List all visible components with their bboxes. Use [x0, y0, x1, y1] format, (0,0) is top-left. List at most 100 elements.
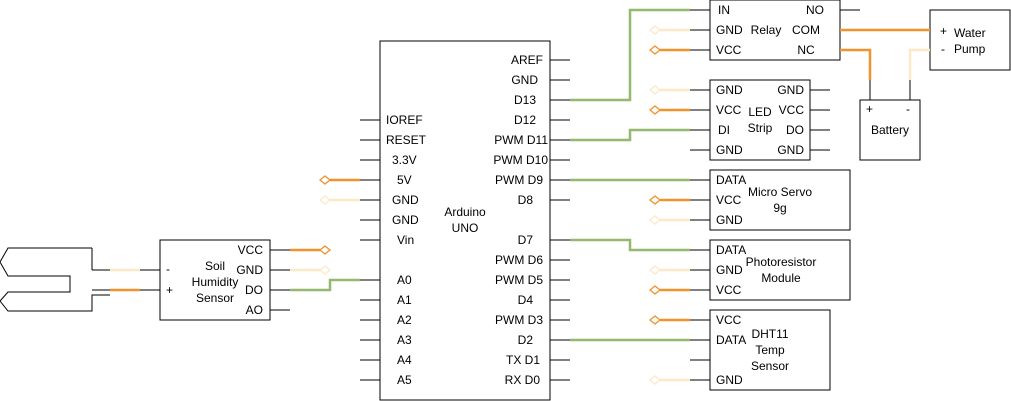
led-right-do-label: DO [786, 123, 804, 137]
micro-servo: DATA VCC GND Micro Servo 9g [690, 169, 851, 231]
pin-d12-label: D12 [514, 113, 536, 127]
wire-relay-nc-battery-plus [840, 48, 872, 80]
relay-vcc-label: VCC [716, 43, 742, 57]
soil-plus-sign: + [166, 283, 173, 297]
soil-probe-fork [0, 247, 110, 312]
battery-plus-sign: + [866, 102, 873, 116]
led-strip-title-line2: Strip [748, 121, 773, 135]
led-left-vcc-label: VCC [716, 103, 742, 117]
pin-a2-label: A2 [397, 313, 412, 327]
wire-d11-led-di [570, 128, 690, 142]
servo-title-line2: 9g [773, 201, 786, 215]
soil-title-line3: Sensor [196, 291, 234, 305]
pin-d1-label: TX D1 [506, 353, 540, 367]
servo-body [709, 169, 851, 231]
pin-d0-label: RX D0 [505, 373, 541, 387]
stub-dht-vcc-end [648, 315, 662, 325]
photoresistor-title-line1: Photoresistor [746, 255, 817, 269]
photoresistor-title-line2: Module [761, 271, 801, 285]
led-right-vcc-label: VCC [779, 103, 805, 117]
stub-servo-gnd-end [648, 215, 662, 225]
pin-d3-label: PWM D3 [495, 313, 543, 327]
pin-d2-label: D2 [518, 333, 534, 347]
wire-d7-photoresistor-data [570, 238, 690, 252]
pin-a4-label: A4 [397, 353, 412, 367]
pin-d5-label: PWM D5 [495, 273, 543, 287]
stub-photo-gnd-end [648, 265, 662, 275]
wire-d13-relay-in [570, 8, 690, 102]
servo-gnd-label: GND [716, 213, 743, 227]
stub-relay-vcc-end [648, 45, 662, 55]
stub-5v-end [318, 175, 332, 185]
pin-aref-label: AREF [511, 53, 543, 67]
pump-minus-sign: - [941, 42, 945, 56]
stub-photo-vcc-end [648, 285, 662, 295]
photoresistor-body [709, 239, 851, 301]
dht11-gnd-label: GND [716, 373, 743, 387]
battery-label: Battery [871, 123, 909, 137]
stub-arduino-gnd-end [318, 195, 332, 205]
relay-gnd-label: GND [716, 23, 743, 37]
pin-ioref-label: IOREF [386, 113, 423, 127]
pin-d8-label: D8 [518, 193, 534, 207]
dht11-vcc-label: VCC [716, 313, 742, 327]
power-wire-stubs [290, 25, 690, 385]
stub-led-vcc-end [648, 105, 662, 115]
battery-minus-sign: - [906, 102, 910, 116]
stub-servo-vcc-end [648, 195, 662, 205]
pin-5v-label: 5V [397, 173, 412, 187]
pin-a3-label: A3 [397, 333, 412, 347]
arduino-right-pins: AREF GND D13 D12 PWM D11 PWM D10 PWM D9 … [493, 53, 570, 387]
led-strip-title-line1: LED [748, 105, 772, 119]
soil-ao-label: AO [246, 303, 263, 317]
pin-a5-label: A5 [397, 373, 412, 387]
dht11-title-line3: Sensor [751, 359, 789, 373]
stub-soil-gnd-end [318, 265, 332, 275]
pin-d10-label: PWM D10 [493, 153, 548, 167]
pin-d13-label: D13 [514, 93, 536, 107]
pump-label-line2: Pump [954, 42, 986, 56]
dht11-title-line1: DHT11 [751, 327, 788, 341]
relay-com-label: COM [792, 23, 820, 37]
pin-a0-label: A0 [397, 273, 412, 287]
relay-title: Relay [751, 23, 782, 37]
dht11-sensor: VCC DATA GND DHT11 Temp Sensor [690, 309, 831, 391]
photoresistor-module: DATA GND VCC Photoresistor Module [690, 239, 851, 301]
photoresistor-vcc-label: VCC [716, 283, 742, 297]
pin-a1-label: A1 [397, 293, 412, 307]
dht11-body [709, 309, 831, 391]
servo-data-label: DATA [716, 173, 746, 187]
soil-title-line1: Soil [205, 259, 225, 273]
led-left-gnd-2-label: GND [716, 143, 743, 157]
led-left-gnd-1-label: GND [716, 83, 743, 97]
stub-relay-gnd-end [648, 25, 662, 35]
pump-plus-sign: + [940, 24, 947, 38]
photoresistor-data-label: DATA [716, 243, 746, 257]
led-right-gnd-2-label: GND [777, 143, 804, 157]
arduino-body [379, 40, 551, 401]
pin-3v3-label: 3.3V [392, 153, 417, 167]
soil-do-label: DO [245, 283, 263, 297]
relay-body [709, 0, 841, 61]
stub-soil-vcc-end [318, 245, 332, 255]
soil-sensor-body [159, 239, 271, 321]
pin-d7-label: D7 [518, 233, 534, 247]
soil-humidity-sensor: - + Soil Humidity Sensor VCC GND DO AO [140, 239, 290, 321]
led-strip-body [709, 79, 811, 161]
dht11-title-line2: Temp [755, 343, 785, 357]
arduino-name-line1: Arduino [444, 205, 486, 219]
soil-title-line2: Humidity [192, 275, 239, 289]
signal-wires [290, 8, 690, 342]
wire-soil-do-a0 [290, 278, 360, 292]
led-left-di-label: DI [718, 123, 730, 137]
water-pump: + - Water Pump [929, 9, 1011, 71]
arduino-name-line2: UNO [452, 221, 479, 235]
relay-nc-label: NC [797, 43, 815, 57]
pin-d6-label: PWM D6 [495, 253, 543, 267]
wire-pump-minus-battery-minus [908, 48, 930, 80]
soil-minus-sign: - [166, 262, 170, 276]
photoresistor-gnd-label: GND [716, 263, 743, 277]
relay-no-label: NO [806, 3, 824, 17]
pin-d4-label: D4 [518, 293, 534, 307]
